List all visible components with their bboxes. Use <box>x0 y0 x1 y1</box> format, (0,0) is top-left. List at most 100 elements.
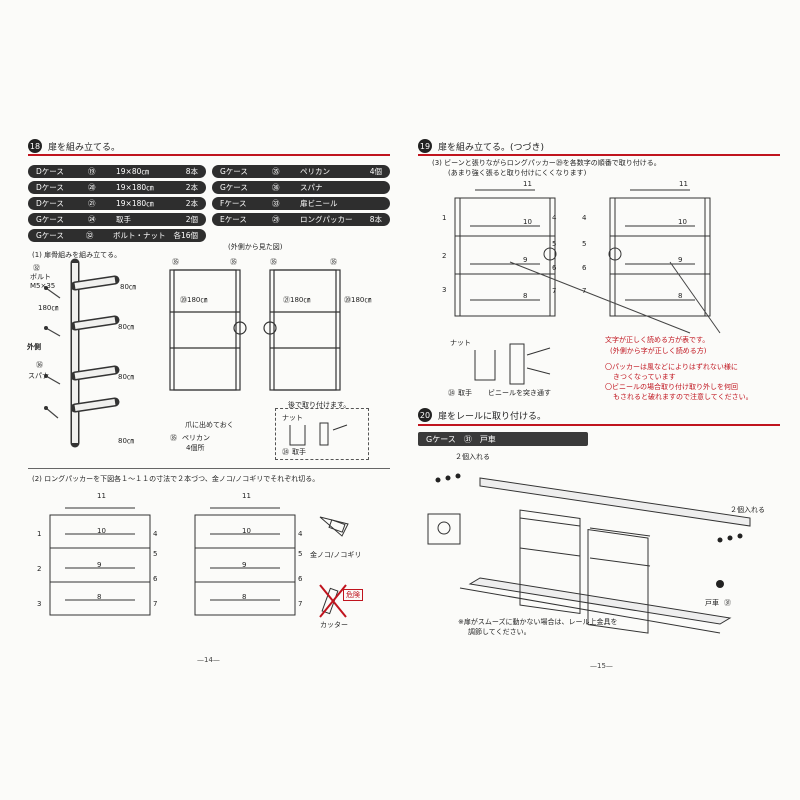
pelican-qty: 4個所 <box>186 444 205 452</box>
section-title: 扉を組み立てる。(つづき) <box>438 142 545 153</box>
step-2-text: (2) ロングパッカーを下図各１～１１の寸法で２本づつ、金ノコ/ノコギリでそれぞ… <box>32 475 320 483</box>
dim-left: 3 <box>37 600 42 608</box>
frame-label: ⑳180㎝ <box>344 296 372 304</box>
dim-right: 7 <box>552 287 557 295</box>
pipe-180-label: 180㎝ <box>38 304 59 312</box>
dim-right: 6 <box>153 575 158 583</box>
dim-right: 5 <box>298 550 303 558</box>
section-title: 扉をレールに取り付ける。 <box>438 411 547 422</box>
cutter-label: カッター <box>320 621 348 629</box>
danger-badge: 危険 <box>343 589 363 601</box>
dim-mid: 10 <box>97 527 106 535</box>
saw-label: 金ノコ/ノコギリ <box>310 551 362 559</box>
pipe-80-label: 80㎝ <box>118 437 134 445</box>
spanner-label: スパナ <box>28 372 49 380</box>
dim-top: 11 <box>679 180 688 188</box>
pipe-80-label: 80㎝ <box>118 373 134 381</box>
handle-sketch <box>289 422 348 446</box>
dim-mid: 9 <box>678 256 683 264</box>
dim-left: 1 <box>37 530 42 538</box>
section-19-header: 19 扉を組み立てる。(つづき) <box>418 137 544 155</box>
dim-right: 7 <box>153 600 158 608</box>
dim-right: 6 <box>582 264 587 272</box>
dim-top: 11 <box>523 180 532 188</box>
saw-icon <box>319 516 349 537</box>
bolt-num: ㉜ <box>33 264 40 272</box>
dim-mid: 10 <box>242 527 251 535</box>
section-number: 19 <box>418 139 432 153</box>
dim-right: 5 <box>153 550 158 558</box>
dim-right: 4 <box>298 530 303 538</box>
dim-mid: 10 <box>523 218 532 226</box>
section-rule <box>418 154 780 156</box>
top-num: ㉟ <box>172 258 179 266</box>
dim-mid: 8 <box>523 292 528 300</box>
page-number: —15— <box>590 662 613 670</box>
section-title: 扉を組み立てる。 <box>48 142 121 153</box>
handle-num: ㉔ <box>282 448 289 456</box>
dim-left: 1 <box>442 214 447 222</box>
dim-mid: 9 <box>97 561 102 569</box>
frame-label: ㉑180㎝ <box>283 296 311 304</box>
note-line: きつくなっています <box>613 373 676 381</box>
door-frame-diagram <box>169 269 341 391</box>
section-number: 20 <box>418 408 432 422</box>
note-line: 文字が正しく読める方が表です。 <box>605 336 710 344</box>
top-num: ㉟ <box>230 258 237 266</box>
section-20-header: 20 扉をレールに取り付ける。 <box>418 406 546 424</box>
step-3-note: (あまり強く張ると取り付けにくくなります) <box>448 169 587 177</box>
roller-label: 戸車 <box>705 599 719 607</box>
dim-right: 6 <box>552 264 557 272</box>
footnote: 調節してください。 <box>468 628 531 636</box>
outer-view-note: (外側から見た図) <box>228 243 283 251</box>
nut-label: ナット <box>282 414 303 422</box>
dim-right: 5 <box>552 240 557 248</box>
two-in-label: ２個入れる <box>730 506 765 514</box>
dim-right: 5 <box>582 240 587 248</box>
handle-install-sketch <box>474 343 551 385</box>
dim-mid: 9 <box>242 561 247 569</box>
dim-right: 4 <box>582 214 587 222</box>
pelican-num: ㉟ <box>170 434 177 442</box>
pipe-assembly-diagram <box>44 258 120 448</box>
outside-label: 外側 <box>27 343 41 351</box>
attach-later-text: 後で取り付けます。 <box>288 401 351 409</box>
dim-top: 11 <box>97 492 106 500</box>
dim-mid: 10 <box>678 218 687 226</box>
page-number: —14— <box>197 656 220 664</box>
cutter-prohibited-icon <box>319 584 347 618</box>
dim-left: 2 <box>37 565 42 573</box>
frame-label: ⑳180㎝ <box>180 296 208 304</box>
dim-right: 6 <box>298 575 303 583</box>
rail-install-diagram <box>427 473 751 634</box>
spanner-num: ㊱ <box>36 361 43 369</box>
nut-label: ナット <box>450 339 471 347</box>
section-rule <box>28 154 390 156</box>
top-num: ㉟ <box>330 258 337 266</box>
section-number: 18 <box>28 139 42 153</box>
note-line: もされると破れますので注意してください。 <box>613 393 753 401</box>
step-1-text: (1) 扉骨組みを組み立てる。 <box>32 251 122 259</box>
dim-mid: 8 <box>97 593 102 601</box>
dim-right: 7 <box>582 287 587 295</box>
dim-mid: 9 <box>523 256 528 264</box>
note-line: (外側から字が正しく読める方) <box>610 347 707 355</box>
pipe-80-label: 80㎝ <box>118 323 134 331</box>
dim-mid: 8 <box>678 292 683 300</box>
bolt-label: ボルト M5×35 <box>30 273 56 290</box>
handle-detail-box <box>275 408 369 460</box>
footnote: ※扉がスムーズに動かない場合は、レール上金具を <box>458 618 618 626</box>
roller-num: ㉛ <box>724 599 731 607</box>
dim-right: 7 <box>298 600 303 608</box>
dim-left: 2 <box>442 252 447 260</box>
pipe-80-label: 80㎝ <box>120 283 136 291</box>
dim-top: 11 <box>242 492 251 500</box>
